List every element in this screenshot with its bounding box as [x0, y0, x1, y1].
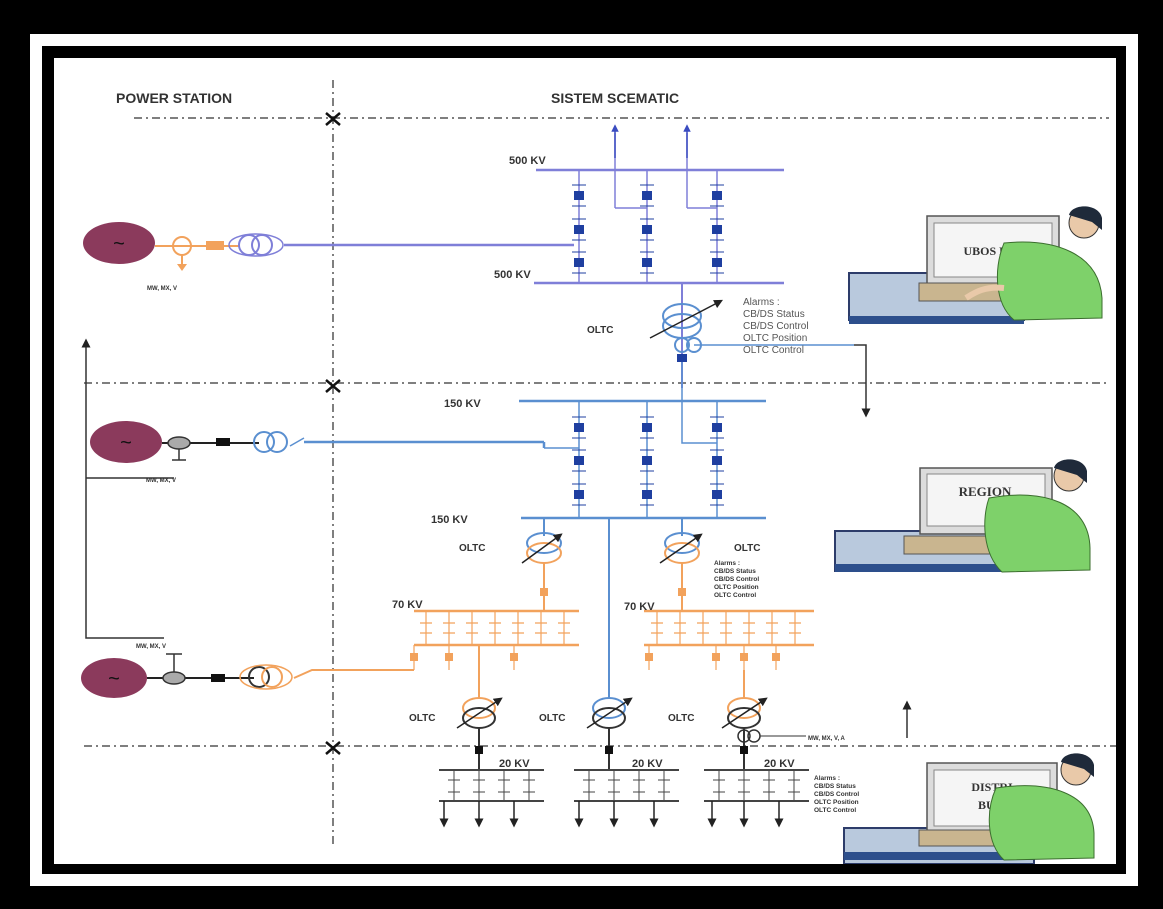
oltc-150-left-label: OLTC — [459, 543, 485, 554]
oltc-20-2-label: OLTC — [539, 713, 565, 724]
svg-text:CB/DS Control: CB/DS Control — [743, 321, 809, 332]
generator-1 — [83, 222, 155, 264]
separator-crosses — [325, 112, 341, 755]
gen3-measurement: MW, MX, V — [136, 644, 166, 650]
gen1-measurement: MW, MX, V — [147, 286, 177, 292]
bus-150-top-label: 150 KV — [444, 398, 481, 410]
generator-1-symbol: ~ — [113, 233, 125, 255]
oltc-150-right-transformer — [664, 532, 700, 554]
oltc-20-3-label: OLTC — [668, 713, 694, 724]
bus-20-1-label: 20 KV — [499, 758, 530, 770]
svg-text:Alarms :: Alarms : — [743, 297, 780, 308]
svg-text:OLTC Position: OLTC Position — [814, 799, 859, 806]
oltc-150-left-transformer — [526, 532, 562, 554]
svg-text:Alarms :: Alarms : — [814, 775, 840, 782]
svg-text:OLTC Control: OLTC Control — [714, 592, 756, 599]
oltc-500-label: OLTC — [587, 325, 613, 336]
oltc-20-1-transformer — [462, 697, 496, 719]
generator-3 — [81, 658, 147, 698]
gen3-breaker — [211, 674, 225, 682]
feedback-arrow — [81, 338, 174, 639]
generator-2 — [90, 421, 162, 463]
alarms-500-list: Alarms : CB/DS Status CB/DS Control OLTC… — [743, 297, 809, 356]
bays-150 — [544, 362, 718, 518]
disconnectors-500 — [572, 184, 724, 274]
svg-text:OLTC Position: OLTC Position — [743, 333, 807, 344]
generator-2-symbol: ~ — [120, 432, 132, 454]
svg-text:CB/DS Status: CB/DS Status — [814, 783, 856, 790]
gen3-line — [293, 669, 414, 679]
breakers-150 — [574, 423, 722, 499]
svg-text:CB/DS Status: CB/DS Status — [714, 568, 756, 575]
gen2-measurement: MW, MX, V — [146, 478, 176, 484]
control-center-ubos: UBOS P2B — [848, 206, 1103, 324]
region-screen-label: REGION — [959, 484, 1012, 499]
oltc-20-3-transformer — [727, 697, 761, 719]
bus-70-right-label: 70 KV — [624, 601, 655, 613]
oltc-150-right-label: OLTC — [734, 543, 760, 554]
zone-separators — [84, 80, 1116, 848]
svg-text:CB/DS Status: CB/DS Status — [743, 309, 805, 320]
gen2-breaker — [216, 438, 230, 446]
oltc-500-signal-arrow — [854, 344, 871, 418]
bus-150-bottom-label: 150 KV — [431, 514, 468, 526]
gen3-transformer — [248, 666, 270, 688]
bus-20-3-label: 20 KV — [764, 758, 795, 770]
oltc-20-2-transformer — [592, 697, 626, 719]
svg-text:OLTC Position: OLTC Position — [714, 584, 759, 591]
oltc-500-transformer — [662, 303, 702, 329]
breakers-70 — [410, 653, 780, 661]
control-center-region: REGION — [834, 459, 1091, 573]
oltc-20-1-label: OLTC — [409, 713, 435, 724]
system-schematic-header: SISTEM SCEMATIC — [551, 90, 679, 106]
bays-70 — [413, 611, 801, 670]
gen3-ct — [162, 671, 186, 685]
dist-measurement: MW, MX, V, A — [808, 736, 846, 742]
svg-text:OLTC Control: OLTC Control — [743, 345, 804, 356]
bus-70-left-label: 70 KV — [392, 599, 423, 611]
disconnectors-150 — [572, 416, 724, 506]
diagram-canvas: POWER STATION SISTEM SCEMATIC 500 KV 500… — [54, 58, 1116, 864]
feeders-20 — [439, 801, 784, 828]
buses-20 — [439, 769, 809, 802]
svg-text:CB/DS Control: CB/DS Control — [814, 791, 859, 798]
breakers-500 — [574, 191, 722, 267]
gen2-transformer — [253, 431, 275, 453]
svg-text:OLTC Control: OLTC Control — [814, 807, 856, 814]
svg-text:Alarms :: Alarms : — [714, 560, 740, 567]
gen2-ct — [167, 436, 191, 450]
alarms-20-list: Alarms : CB/DS Status CB/DS Control OLTC… — [814, 775, 859, 814]
power-system-diagram: POWER STATION SISTEM SCEMATIC 500 KV 500… — [81, 80, 1116, 864]
alarms-150-list: Alarms : CB/DS Status CB/DS Control OLTC… — [714, 560, 759, 599]
svg-text:CB/DS Control: CB/DS Control — [714, 576, 759, 583]
generator-3-symbol: ~ — [108, 668, 120, 690]
control-center-distribusi: DISTRI BUSI — [843, 753, 1095, 864]
power-station-header: POWER STATION — [116, 90, 232, 106]
bus-20-2-label: 20 KV — [632, 758, 663, 770]
bus-500-bottom-label: 500 KV — [494, 269, 531, 281]
bays-20 — [448, 770, 800, 801]
bus-500-top-label: 500 KV — [509, 155, 546, 167]
